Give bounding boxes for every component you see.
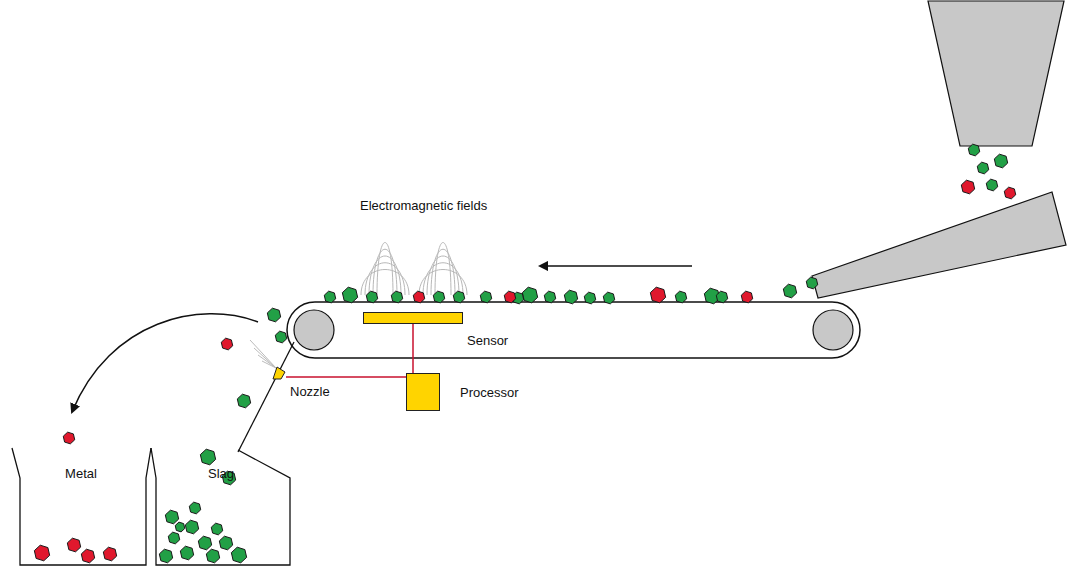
roller (813, 310, 853, 350)
slag-piece (189, 502, 200, 514)
metal-piece (741, 291, 752, 303)
slag-piece (165, 510, 178, 524)
slag-piece (986, 179, 997, 191)
slag-piece (267, 308, 280, 322)
metal-piece (413, 291, 424, 303)
signal-wire (286, 376, 406, 378)
node-label: Processor (460, 385, 519, 401)
metal-piece (103, 547, 116, 561)
slag-piece (219, 536, 232, 550)
field-line (419, 270, 467, 296)
air-jet-line (262, 361, 276, 368)
slag-piece (211, 523, 222, 535)
slag-piece (783, 284, 796, 298)
slag-piece (200, 449, 215, 465)
slag-piece (180, 546, 193, 560)
field-line (435, 243, 451, 296)
air-jet-line (258, 355, 276, 368)
slag-piece (237, 394, 250, 408)
signal-wire (412, 324, 414, 373)
node-label: Metal (10, 466, 152, 482)
nozzle-symbol: Nozzle (272, 366, 286, 380)
metal-piece (221, 338, 232, 350)
slag-piece (275, 331, 286, 343)
field-line (361, 270, 409, 296)
slag-chute (238, 342, 294, 452)
slag-piece (716, 291, 727, 303)
slag-piece (433, 291, 444, 303)
slag-piece (603, 292, 614, 304)
slag-piece (391, 291, 402, 303)
air-jet-line (254, 348, 276, 368)
metal-piece (1004, 187, 1015, 199)
slag-piece (675, 291, 686, 303)
slag-piece (522, 287, 537, 303)
slag-piece (480, 291, 491, 303)
processor-box: Processor (406, 373, 440, 411)
conveyor-belt (287, 302, 860, 358)
slag-piece (168, 532, 179, 544)
sensor-bar: Sensor (363, 312, 463, 324)
slag-piece (806, 277, 817, 289)
air-jet-line (250, 340, 276, 368)
slag-piece (342, 287, 357, 303)
metal-piece (81, 549, 94, 563)
metal-piece (504, 291, 515, 303)
slag-piece (584, 292, 595, 304)
air-jet (250, 340, 276, 368)
feed-chute (812, 192, 1066, 298)
metal-piece (961, 180, 974, 194)
slag-piece (977, 162, 988, 174)
direction-arrow (540, 265, 692, 267)
bin-outline (10, 446, 152, 567)
metal-bin: Metal (10, 446, 152, 567)
slag-piece (994, 154, 1007, 168)
slag-piece (968, 144, 979, 156)
slag-piece (544, 291, 555, 303)
slag-bin: Slag (150, 446, 292, 567)
metal-piece (63, 432, 74, 444)
slag-piece (198, 536, 211, 550)
field-line (377, 243, 393, 296)
slag-piece (175, 522, 185, 532)
node-label: Sensor (467, 333, 508, 349)
trajectory-arrow (72, 314, 258, 412)
field-line (423, 263, 463, 295)
field-label: Electromagnetic fields (358, 198, 489, 214)
node-label: Nozzle (290, 384, 330, 400)
slag-piece (453, 291, 464, 303)
metal-piece (34, 545, 49, 561)
field-line (365, 263, 405, 295)
slag-piece (564, 290, 577, 304)
metal-piece (67, 538, 80, 552)
bin-outline (150, 446, 292, 567)
roller (294, 310, 334, 350)
particles (34, 144, 1015, 563)
slag-piece (159, 549, 172, 563)
nozzle-shape (272, 366, 286, 380)
slag-piece (206, 549, 219, 563)
field-line (369, 256, 401, 295)
slag-piece (231, 547, 246, 563)
electromagnetic-field-lines (361, 243, 467, 296)
slag-piece (185, 520, 198, 534)
hopper (928, 1, 1064, 146)
slag-piece (324, 291, 335, 303)
field-line (427, 256, 459, 295)
slag-piece (366, 291, 377, 303)
node-label: Slag (150, 466, 292, 482)
metal-piece (650, 287, 665, 303)
